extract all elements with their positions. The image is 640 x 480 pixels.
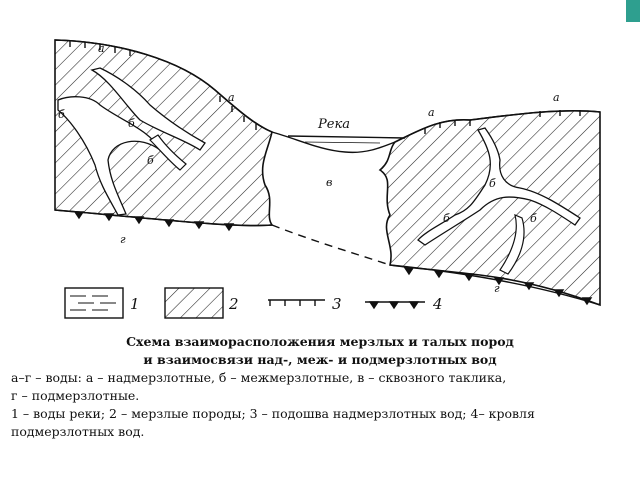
label-b-1: б	[58, 108, 65, 121]
legend-4-number: 4	[432, 295, 443, 313]
legend-1-river-water: 1	[64, 287, 140, 319]
label-b-2: б	[128, 117, 135, 130]
surface-line-left	[54, 39, 273, 133]
label-b-4: б	[489, 177, 496, 190]
label-a-2: а	[228, 91, 235, 104]
subpermafrost-roof-right	[389, 264, 601, 306]
right-talik-channel-2	[499, 213, 525, 275]
subpermafrost-roof-left	[54, 209, 273, 232]
label-v: в	[326, 176, 332, 189]
left-talik-channel-2	[90, 67, 206, 151]
river-label: Река	[317, 117, 350, 132]
legend-3-suprapermafrost-base: 3	[268, 295, 342, 313]
label-a-4: а	[553, 91, 560, 104]
caption-title-line-2: и взаимосвязи над-, меж- и подмерзлотных…	[143, 352, 497, 367]
right-talik-channel-1	[417, 127, 581, 246]
label-a-3: а	[428, 106, 435, 119]
figure-caption: Схема взаиморасположения мерзлых и талых…	[0, 333, 640, 441]
label-g-2: г	[494, 282, 500, 295]
label-a-1: а	[98, 42, 105, 55]
label-g-1: г	[120, 233, 126, 246]
caption-line-2: г – подмерзлотные.	[11, 388, 140, 403]
river-water-surface	[287, 135, 406, 139]
caption-line-1: а–г – воды: а – надмерзлотные, б – межме…	[11, 370, 507, 385]
left-talik-channel-3	[149, 134, 187, 171]
caption-line-4: подмерзлотных вод.	[11, 424, 145, 439]
river-bed	[271, 131, 396, 154]
legend-1-number: 1	[130, 295, 140, 313]
caption-title-line-1: Схема взаиморасположения мерзлых и талых…	[126, 334, 514, 349]
caption-line-3: 1 – воды реки; 2 – мерзлые породы; 3 – п…	[11, 406, 535, 421]
label-b-5: б	[443, 212, 450, 225]
legend-2-number: 2	[228, 295, 239, 313]
label-b-3: б	[147, 154, 154, 167]
legend-2-frozen-rock: 2	[164, 287, 239, 319]
surface-line-right	[394, 110, 601, 143]
legend-3-number: 3	[332, 295, 342, 313]
permafrost-diagram: Река а а а а б б б б б б в г г 1 2 3 4	[54, 39, 601, 319]
corner-accent-tab	[626, 0, 640, 22]
legend-4-subpermafrost-roof: 4	[365, 295, 443, 313]
label-b-6: б	[530, 212, 537, 225]
left-talik-channel-1	[57, 96, 161, 216]
talik-base-dashed	[271, 224, 391, 266]
